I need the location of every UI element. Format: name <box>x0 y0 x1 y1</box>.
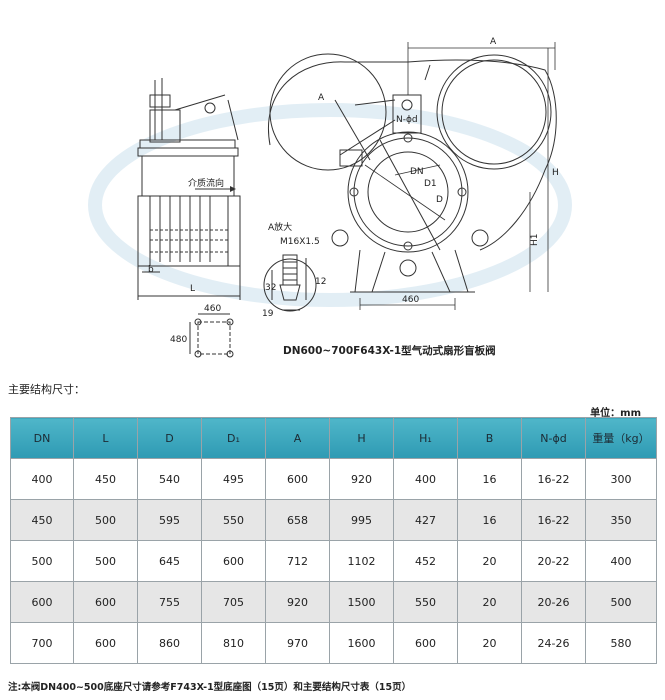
dim-460-base-label: 460 <box>204 304 221 314</box>
valve-technical-drawing: 介质流向 b L 460 480 A放大 M16X <box>88 37 572 358</box>
table-cell: 600 <box>393 622 458 664</box>
header-d: D <box>137 417 202 459</box>
table-cell: 700 <box>10 622 74 664</box>
dim-b-label: b <box>148 265 154 275</box>
table-row: 400 450 540 495 600 920 400 16 16-22 300 <box>10 458 657 500</box>
table-cell: 600 <box>201 540 266 582</box>
table-cell: 500 <box>10 540 74 582</box>
table-cell: 20-26 <box>521 581 586 623</box>
dim-DN-label: DN <box>410 167 424 177</box>
table-cell: 600 <box>10 581 74 623</box>
drawing-caption: DN600~700F643X-1型气动式扇形盲板阀 <box>283 345 496 357</box>
dim-H-label: H <box>552 168 559 178</box>
table-cell: 500 <box>73 499 138 541</box>
table-cell: 16-22 <box>521 458 586 500</box>
table-cell: 20 <box>457 581 522 623</box>
table-cell: 860 <box>137 622 202 664</box>
table-cell: 970 <box>265 622 330 664</box>
table-cell: 540 <box>137 458 202 500</box>
table-cell: 920 <box>265 581 330 623</box>
dim-12-label: 12 <box>315 277 326 287</box>
table-row: 450 500 595 550 658 995 427 16 16-22 350 <box>10 499 657 541</box>
table-cell: 500 <box>73 540 138 582</box>
table-cell: 712 <box>265 540 330 582</box>
table-cell: 550 <box>201 499 266 541</box>
table-row: 500 500 645 600 712 1102 452 20 20-22 40… <box>10 540 657 582</box>
table-cell: 300 <box>585 458 657 500</box>
header-weight: 重量（kg） <box>585 417 657 459</box>
table-cell: 16 <box>457 458 522 500</box>
table-cell: 658 <box>265 499 330 541</box>
table-header-row: DN L D D₁ A H H₁ B N-ϕd 重量（kg） <box>10 417 657 459</box>
base-plan <box>189 313 234 358</box>
table-cell: 755 <box>137 581 202 623</box>
table-cell: 24-26 <box>521 622 586 664</box>
dim-L-label: L <box>190 284 195 294</box>
table-cell: 452 <box>393 540 458 582</box>
table-cell: 995 <box>329 499 394 541</box>
table-cell: 1102 <box>329 540 394 582</box>
header-h: H <box>329 417 394 459</box>
table-cell: 350 <box>585 499 657 541</box>
header-h1: H₁ <box>393 417 458 459</box>
table-cell: 500 <box>585 581 657 623</box>
table-cell: 645 <box>137 540 202 582</box>
dim-460-front-label: 460 <box>402 295 419 305</box>
dim-A-detail-label: A <box>318 93 325 103</box>
table-cell: 920 <box>329 458 394 500</box>
medium-flow-label: 介质流向 <box>188 177 224 189</box>
thread-label: M16X1.5 <box>280 237 320 247</box>
dim-19-label: 19 <box>262 309 274 319</box>
table-cell: 400 <box>10 458 74 500</box>
table-cell: 450 <box>10 499 74 541</box>
table-cell: 20 <box>457 540 522 582</box>
table-cell: 20-22 <box>521 540 586 582</box>
table-cell: 600 <box>73 622 138 664</box>
watermark-logo <box>88 103 572 307</box>
front-view <box>268 53 557 293</box>
detail-a <box>263 254 317 312</box>
side-view <box>137 78 241 300</box>
table-row: 600 600 755 705 920 1500 550 20 20-26 50… <box>10 581 657 623</box>
table-cell: 400 <box>585 540 657 582</box>
table-cell: 400 <box>393 458 458 500</box>
dim-32-label: 32 <box>265 283 276 293</box>
table-cell: 427 <box>393 499 458 541</box>
header-a: A <box>265 417 330 459</box>
dim-480-base-label: 480 <box>170 335 187 345</box>
dim-bolts-label: N-ϕd <box>396 115 418 125</box>
table-row: 700 600 860 810 970 1600 600 20 24-26 58… <box>10 622 657 664</box>
dimension-table: DN L D D₁ A H H₁ B N-ϕd 重量（kg） 400 450 5… <box>10 417 657 664</box>
flow-arrow-head <box>230 186 236 192</box>
footnote: 注:本阀DN400~500底座尺寸请参考F743X-1型底座图（15页）和主要结… <box>8 682 412 693</box>
table-cell: 495 <box>201 458 266 500</box>
section-title: 主要结构尺寸： <box>8 383 85 396</box>
header-b: B <box>457 417 522 459</box>
table-cell: 1500 <box>329 581 394 623</box>
table-cell: 600 <box>73 581 138 623</box>
table-cell: 450 <box>73 458 138 500</box>
table-cell: 705 <box>201 581 266 623</box>
table-cell: 16-22 <box>521 499 586 541</box>
table-cell: 600 <box>265 458 330 500</box>
table-cell: 595 <box>137 499 202 541</box>
drawing-svg: 介质流向 b L 460 480 A放大 M16X <box>88 37 572 358</box>
dim-H1-label: H1 <box>530 234 540 247</box>
table-cell: 20 <box>457 622 522 664</box>
front-dimensions <box>359 42 556 310</box>
table-cell: 580 <box>585 622 657 664</box>
table-cell: 810 <box>201 622 266 664</box>
table-cell: 16 <box>457 499 522 541</box>
table-cell: 1600 <box>329 622 394 664</box>
dim-D-label: D <box>436 195 443 205</box>
header-dn: DN <box>10 417 74 459</box>
dim-A-label: A <box>490 37 497 47</box>
enlarge-label: A放大 <box>268 221 292 233</box>
unit-label: 单位：mm <box>590 408 641 419</box>
table-cell: 550 <box>393 581 458 623</box>
dim-D1-label: D1 <box>424 179 437 189</box>
header-d1: D₁ <box>201 417 266 459</box>
header-l: L <box>73 417 138 459</box>
header-bolts: N-ϕd <box>521 417 586 459</box>
